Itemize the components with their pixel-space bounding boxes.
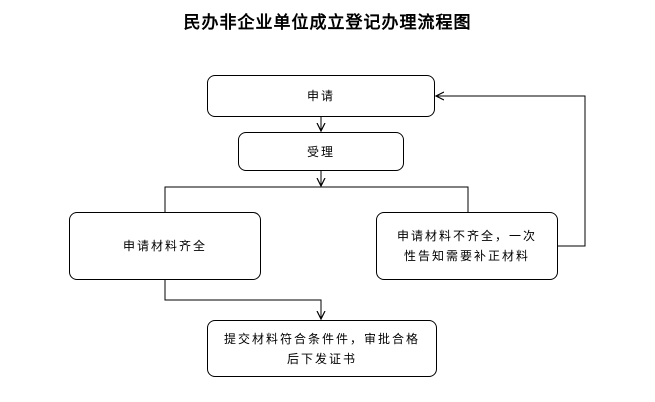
node-incomplete-line2: 性告知需要补正材料 xyxy=(403,249,530,263)
branch-line xyxy=(164,186,469,212)
node-complete: 申请材料齐全 xyxy=(69,212,261,280)
node-incomplete-line1: 申请材料不齐全，一次 xyxy=(396,229,537,243)
node-accept-label: 受理 xyxy=(306,144,335,159)
node-approve-line2: 后下发证书 xyxy=(286,351,357,366)
arrow-incomplete-to-apply xyxy=(436,96,586,247)
node-approve: 提交材料符合条件件，审批合格 后下发证书 xyxy=(207,320,437,377)
arrow-complete-to-approve xyxy=(164,280,321,319)
node-incomplete: 申请材料不齐全，一次 性告知需要补正材料 xyxy=(376,212,558,280)
node-complete-label: 申请材料齐全 xyxy=(122,239,207,253)
diagram-title: 民办非企业单位成立登记办理流程图 xyxy=(183,13,472,33)
node-apply-label: 申请 xyxy=(306,89,335,103)
node-accept: 受理 xyxy=(238,132,404,171)
node-apply: 申请 xyxy=(207,75,435,117)
node-approve-line1: 提交材料符合条件件，审批合格 xyxy=(223,331,420,346)
